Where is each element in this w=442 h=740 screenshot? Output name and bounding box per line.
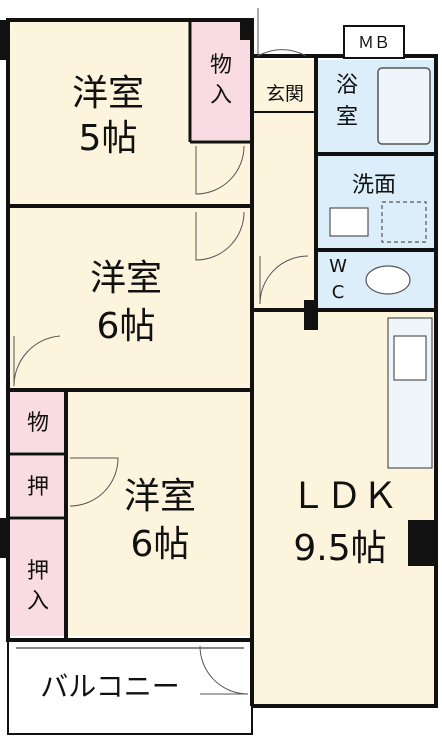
columns [0, 18, 438, 566]
bedroom-bottom-area [66, 392, 250, 636]
meter-box [343, 25, 405, 59]
bathtub-icon [377, 67, 431, 145]
balcony-label: バルコニー [40, 670, 179, 703]
closet-top-label-2: 入 [210, 83, 232, 108]
entrance-label: 玄関 [266, 83, 304, 105]
closet-left-middle-label: 押 [27, 475, 49, 500]
closet-left-middle-area [10, 456, 66, 516]
closet-left-upper-label: 物 [27, 411, 49, 436]
door-swings [13, 8, 309, 695]
entrance-area [254, 60, 314, 112]
toilet-icon [365, 265, 411, 295]
closet-left-lower-area [10, 520, 66, 636]
bedroom-top-size: 5帖 [79, 118, 138, 159]
hallway-area [254, 112, 314, 312]
bedroom-top-type: 洋室 [72, 73, 144, 114]
closet-top-label-1: 物 [210, 53, 232, 78]
bedroom-middle-type: 洋室 [90, 258, 162, 299]
bedroom-bottom-size: 6帖 [131, 524, 190, 565]
bedroom-bottom-type: 洋室 [124, 476, 196, 517]
meter-box-label: ＭＢ [358, 33, 390, 52]
washroom-label: 洗面 [352, 173, 396, 198]
balcony-area [10, 640, 250, 732]
closet-left-lower-label-1: 押 [27, 559, 49, 584]
ldk-size: 9.5帖 [293, 528, 386, 569]
closet-left-upper-area [10, 392, 66, 452]
closet-left-lower-label-2: 入 [27, 589, 49, 614]
bath-label-1: 浴 [336, 73, 358, 98]
washing-machine-icon [381, 201, 427, 243]
bath-label-2: 室 [336, 105, 358, 130]
wc-label-1: W [329, 256, 347, 277]
ldk-type: ＬＤＫ [290, 476, 398, 517]
closet-top-area [192, 22, 250, 140]
bedroom-middle-area [10, 208, 250, 388]
wash-basin-icon [329, 207, 369, 237]
bedroom-middle-size: 6帖 [97, 306, 156, 347]
kitchen-sink-icon [393, 335, 427, 381]
wc-label-2: C [332, 282, 345, 303]
